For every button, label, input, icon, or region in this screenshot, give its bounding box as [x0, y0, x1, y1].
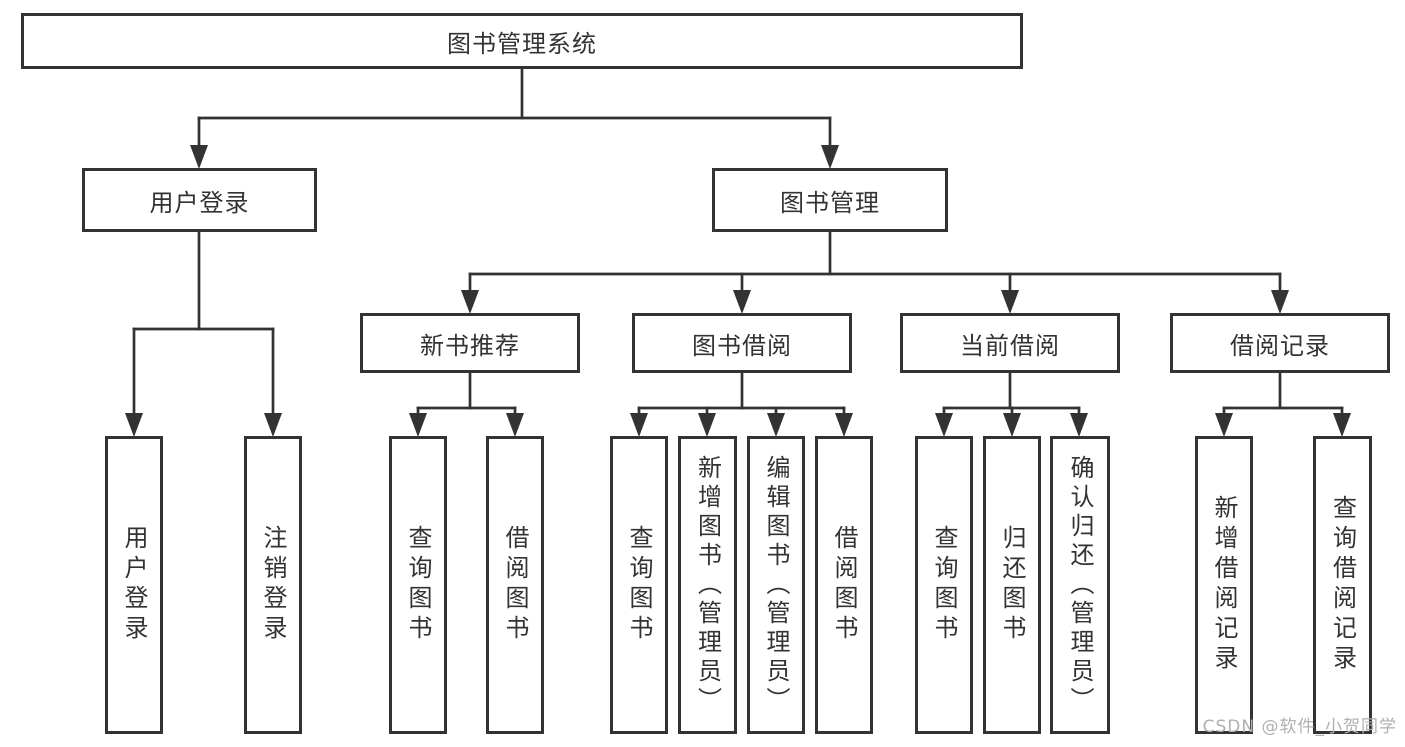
leaf-cb-confirm-return: 确认归还（管理员） [1050, 436, 1110, 734]
connector-book-borrow-to-leaves [630, 371, 853, 437]
node-user-login: 用户登录 [82, 168, 317, 232]
connector-current-borrow-to-leaves [935, 371, 1088, 437]
node-root-label: 图书管理系统 [447, 29, 597, 58]
leaf-br-add-record-label: 新增借阅记录 [1210, 495, 1238, 675]
leaf-cb-query-book-label: 查询图书 [930, 525, 958, 645]
leaf-bb-borrow-book-label: 借阅图书 [830, 525, 858, 645]
node-current-borrow-label: 当前借阅 [960, 331, 1060, 360]
node-borrow-record-label: 借阅记录 [1230, 331, 1330, 360]
leaf-cb-return-book-label: 归还图书 [998, 525, 1026, 645]
leaf-bb-add-book: 新增图书（管理员） [678, 436, 737, 734]
node-new-book-rec: 新书推荐 [360, 313, 580, 373]
leaf-rec-borrow-book: 借阅图书 [486, 436, 544, 734]
leaf-rec-query-book: 查询图书 [389, 436, 447, 734]
node-borrow-record: 借阅记录 [1170, 313, 1390, 373]
leaf-bb-edit-book-label: 编辑图书（管理员） [762, 454, 790, 716]
leaf-bb-query-book-label: 查询图书 [625, 525, 653, 645]
leaf-rec-query-book-label: 查询图书 [404, 525, 432, 645]
connector-borrow-record-to-leaves [1215, 371, 1351, 437]
leaf-cb-query-book: 查询图书 [915, 436, 973, 734]
node-user-login-label: 用户登录 [149, 188, 250, 217]
node-book-mgmt-label: 图书管理 [780, 188, 880, 217]
leaf-user-login-label: 用户登录 [120, 525, 148, 645]
node-new-book-rec-label: 新书推荐 [420, 331, 520, 360]
leaf-br-query-record-label: 查询借阅记录 [1328, 495, 1357, 675]
node-current-borrow: 当前借阅 [900, 313, 1120, 373]
leaf-rec-borrow-book-label: 借阅图书 [501, 525, 529, 645]
leaf-logout-label: 注销登录 [259, 525, 287, 645]
node-root: 图书管理系统 [21, 13, 1023, 69]
leaf-bb-edit-book: 编辑图书（管理员） [747, 436, 805, 734]
connector-book-mgmt-to-level3 [461, 230, 1289, 314]
leaf-br-add-record: 新增借阅记录 [1195, 436, 1253, 734]
connector-root-to-level2 [190, 67, 839, 169]
leaf-bb-borrow-book: 借阅图书 [815, 436, 873, 734]
leaf-bb-add-book-label: 新增图书（管理员） [693, 454, 722, 716]
node-book-borrow-label: 图书借阅 [692, 331, 792, 360]
leaf-cb-return-book: 归还图书 [983, 436, 1041, 734]
node-book-mgmt: 图书管理 [712, 168, 948, 232]
csdn-watermark: CSDN @软件_小贺同学 [1202, 717, 1397, 737]
node-book-borrow: 图书借阅 [632, 313, 852, 373]
connector-user-login-to-leaves [125, 230, 282, 437]
leaf-br-query-record: 查询借阅记录 [1313, 436, 1372, 734]
leaf-logout: 注销登录 [244, 436, 302, 734]
connector-new-book-rec-to-leaves [409, 371, 524, 437]
leaf-cb-confirm-return-label: 确认归还（管理员） [1066, 454, 1094, 716]
leaf-bb-query-book: 查询图书 [610, 436, 668, 734]
leaf-user-login: 用户登录 [105, 436, 163, 734]
